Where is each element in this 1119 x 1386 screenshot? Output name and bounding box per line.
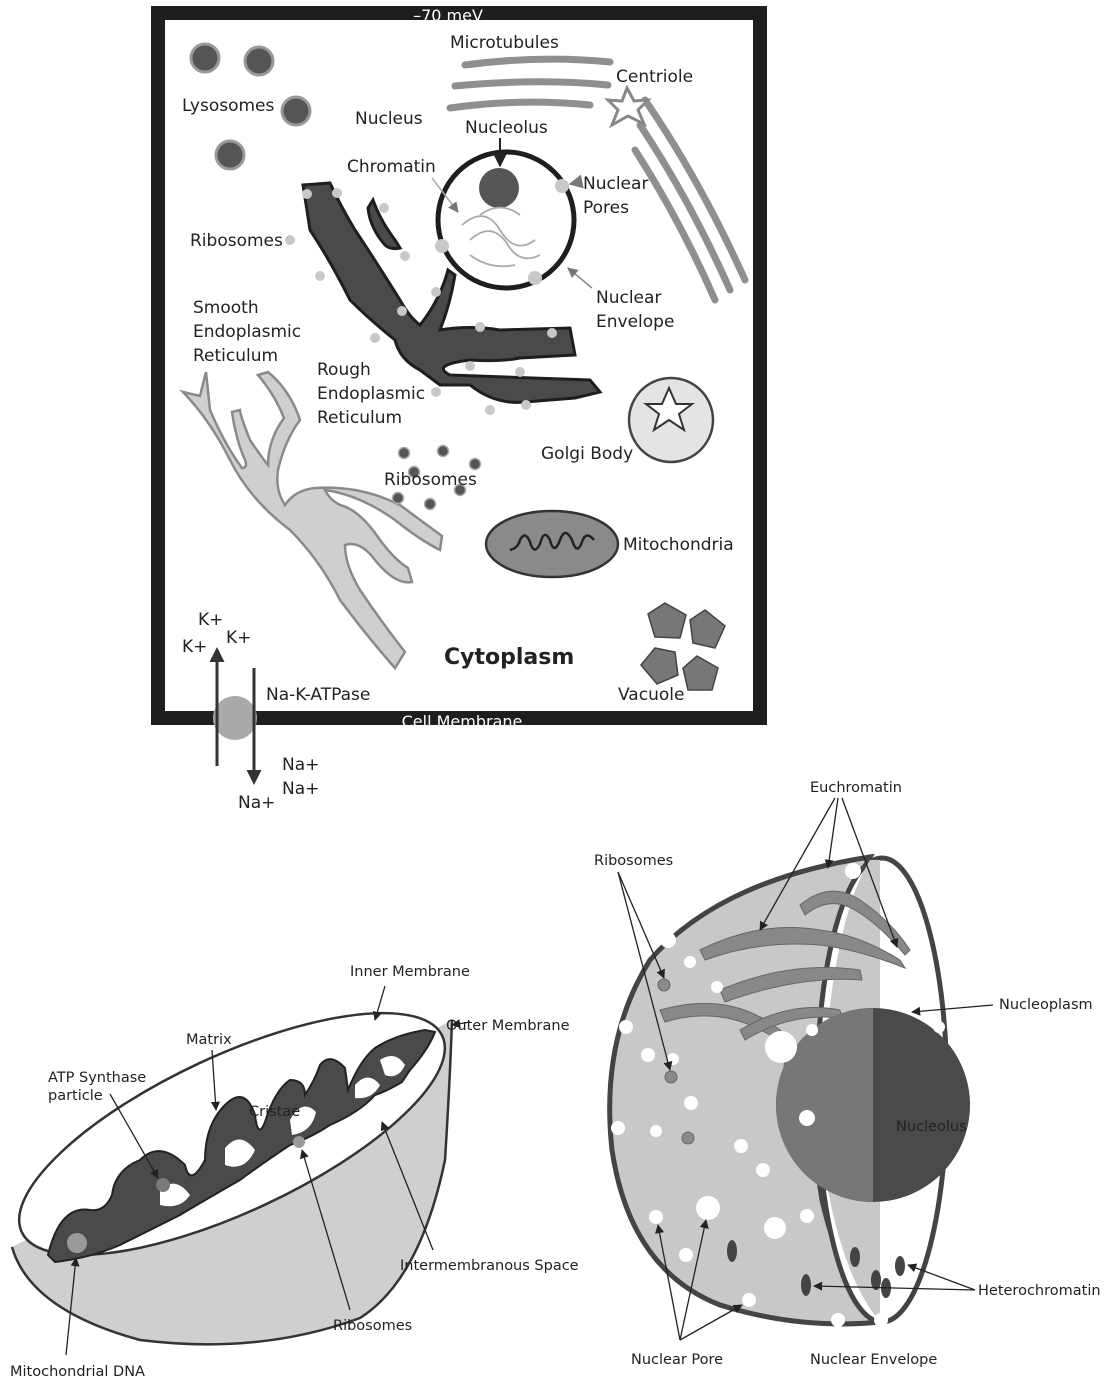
rough-er-label-1: Rough	[317, 360, 371, 380]
mito-dna	[67, 1233, 87, 1253]
nuclear-envelope-label-2: Envelope	[596, 312, 674, 332]
nuclear-pore-label: Nuclear Pore	[631, 1352, 723, 1368]
cell-diagram: –70 meV Cell Membrane Lysosomes Microtub…	[158, 6, 760, 813]
vacuole-label: Vacuole	[618, 685, 684, 705]
smooth-er-label-2: Endoplasmic	[193, 322, 301, 342]
mito-dna-label: Mitochondrial DNA	[10, 1364, 145, 1380]
nucleus-label: Nucleus	[355, 109, 423, 129]
centriole-label: Centriole	[616, 67, 693, 87]
chromatin-label: Chromatin	[347, 157, 436, 177]
rough-er-label-2: Endoplasmic	[317, 384, 425, 404]
nuclear-envelope-label-3d: Nuclear Envelope	[810, 1352, 937, 1368]
nucleoplasm-label: Nucleoplasm	[999, 997, 1093, 1013]
nucleolus-label: Nucleolus	[465, 118, 548, 138]
membrane-potential-label: –70 meV	[413, 6, 483, 25]
matrix-label: Matrix	[186, 1032, 232, 1048]
heterochromatin-label: Heterochromatin	[978, 1283, 1101, 1299]
k-label-3: K+	[226, 628, 251, 648]
nuclear-pores-label-2: Pores	[583, 198, 629, 218]
na-label-2: Na+	[282, 779, 319, 799]
cell-membrane-label: Cell Membrane	[402, 712, 523, 731]
ribosomes-er-label: Ribosomes	[190, 231, 283, 251]
nucleus-ribosomes-label: Ribosomes	[594, 853, 673, 869]
nucleolus	[479, 168, 519, 208]
mitochondria-label: Mitochondria	[623, 535, 734, 555]
nucleolus-label-3d: Nucleolus	[896, 1119, 967, 1135]
atp-synthase-label-1: ATP Synthase	[48, 1070, 146, 1086]
cristae-label: Cristae	[249, 1104, 300, 1120]
inner-membrane-label: Inner Membrane	[350, 964, 470, 980]
microtubules-label: Microtubules	[450, 33, 559, 53]
na-label-1: Na+	[282, 755, 319, 775]
atp-synthase-particle	[156, 1178, 170, 1192]
k-label-2: K+	[182, 637, 207, 657]
nuclear-pores-label-1: Nuclear	[583, 174, 648, 194]
k-label-1: K+	[198, 610, 223, 630]
mito-ribosome	[293, 1136, 305, 1148]
outer-membrane-label: Outer Membrane	[446, 1018, 570, 1034]
golgi-label: Golgi Body	[541, 444, 633, 464]
ribosomes-free-label: Ribosomes	[384, 470, 477, 490]
na-k-atpase-label: Na-K-ATPase	[266, 685, 370, 705]
smooth-er-label-3: Reticulum	[193, 346, 278, 366]
mitochondrion-diagram: Inner Membrane Outer Membrane Matrix ATP…	[0, 964, 579, 1380]
mito-ribosomes-label: Ribosomes	[333, 1318, 412, 1334]
na-label-3: Na+	[238, 793, 275, 813]
nuclear-envelope-label-1: Nuclear	[596, 288, 661, 308]
euchromatin-label: Euchromatin	[810, 780, 902, 796]
atp-synthase-label-2: particle	[48, 1088, 103, 1104]
intermembranous-space-label: Intermembranous Space	[400, 1258, 579, 1274]
smooth-er-label-1: Smooth	[193, 298, 259, 318]
cytoplasm-label: Cytoplasm	[444, 645, 574, 670]
na-k-atpase	[213, 696, 257, 740]
nucleus-diagram: Euchromatin Ribosomes Nucleoplasm Nucleo…	[594, 780, 1101, 1368]
lysosomes-label: Lysosomes	[182, 96, 275, 116]
rough-er-label-3: Reticulum	[317, 408, 402, 428]
